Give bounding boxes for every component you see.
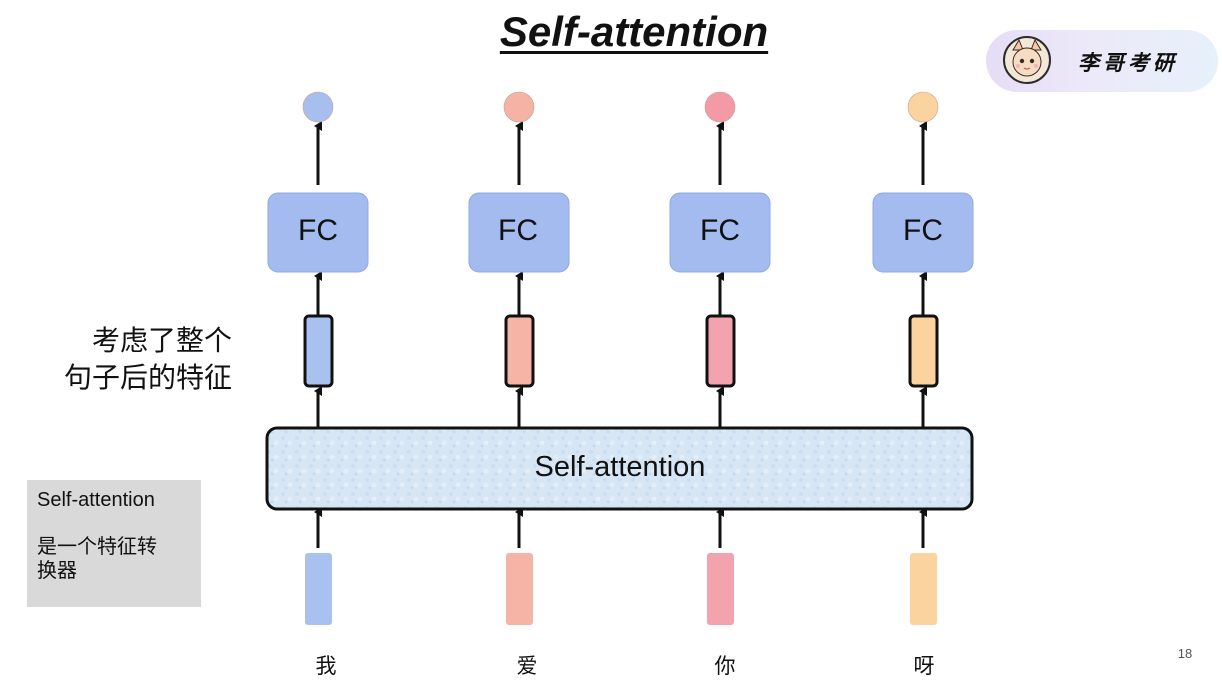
page-number: 18 [1177,646,1193,661]
self-attention-block [265,426,974,511]
avatar [1003,36,1051,84]
feature-caption-line-2: 句子后的特征 [63,361,232,394]
token-word-1: 我 [315,654,337,678]
fc-label-3: FC [700,214,740,247]
fc-box-4 [872,192,974,273]
feature-vector-3 [705,314,736,388]
fc-box-3 [669,192,771,273]
output-dot-2 [503,91,535,123]
token-word-4: 呀 [913,654,935,678]
note-line-2: 是一个特征转 [37,534,157,558]
feature-vector-1 [303,314,334,388]
feature-vector-2 [504,314,535,388]
input-vector-3 [707,553,734,625]
fc-box-2 [468,192,570,273]
output-dot-4 [907,91,939,123]
page-title: Self-attention [499,8,769,55]
input-vector-4 [910,553,937,625]
output-dot-1 [302,91,334,123]
note-line-1: Self-attention [37,489,155,511]
input-vector-2 [506,553,533,625]
fc-label-1: FC [298,214,338,247]
feature-vector-4 [908,314,939,388]
author-name: 李哥考研 [1078,51,1178,75]
output-dot-3 [704,91,736,123]
note-line-3: 换器 [37,558,77,582]
feature-caption-line-1: 考虑了整个 [91,324,232,357]
fc-label-2: FC [498,214,538,247]
input-vector-1 [305,553,332,625]
token-word-3: 你 [714,654,736,678]
fc-box-1 [267,192,369,273]
self-attention-label: Self-attention [534,451,706,483]
token-word-2: 爱 [516,654,538,678]
fc-label-4: FC [903,214,943,247]
author-badge: 李哥考研 [986,30,1218,92]
note-box: Self-attention 是一个特征转 换器 [27,480,201,607]
